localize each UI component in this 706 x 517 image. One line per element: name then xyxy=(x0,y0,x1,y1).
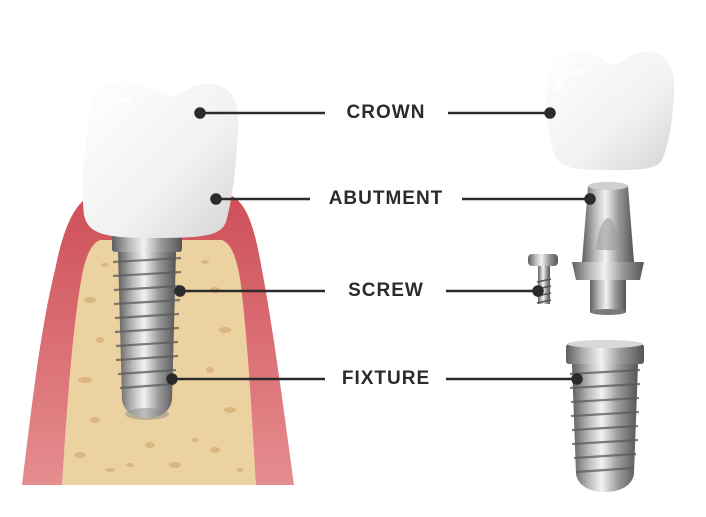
implant-in-jaw xyxy=(22,81,294,485)
crown-in-jaw xyxy=(82,81,239,238)
screw-component xyxy=(528,254,558,304)
implant-fixture-in-jaw xyxy=(112,232,182,420)
screw-label: SCREW xyxy=(348,280,424,301)
leader-lines xyxy=(166,107,596,385)
crown-label: CROWN xyxy=(346,102,426,123)
fixture-label: FIXTURE xyxy=(341,368,431,389)
fixture-component xyxy=(566,340,644,492)
abutment-component xyxy=(572,182,644,315)
crown-component xyxy=(545,51,675,170)
abutment-label: ABUTMENT xyxy=(328,188,444,209)
